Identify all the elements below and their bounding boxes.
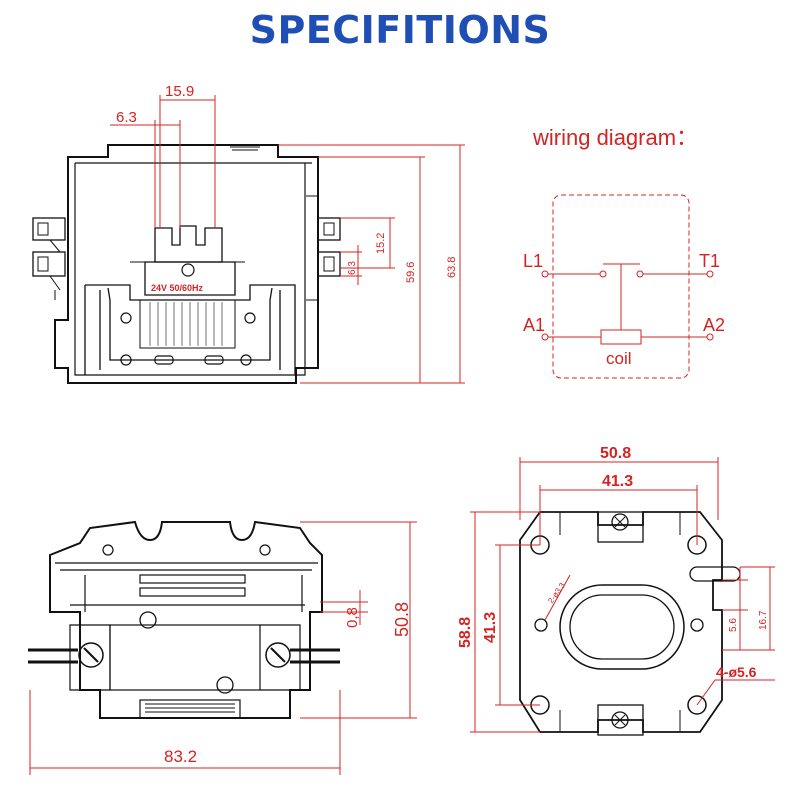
label-a1: A1 [523,315,545,335]
coil-terminal: 24V 50/60Hz [130,225,245,296]
right-terminals [306,195,341,301]
page-title: SPECIFITIONS [249,8,551,52]
label-t1: T1 [699,251,720,271]
dim-83-2: 83.2 [164,747,197,766]
coil-rating-label: 24V 50/60Hz [151,283,204,293]
dim-41-3-vertical: 41.3 [482,612,499,643]
label-l1: L1 [523,251,543,271]
wiring-diagram: wiring diagram： L1 T1 A1 A2 coil [523,125,725,379]
left-terminals [32,217,66,300]
wiring-title: wiring diagram： [532,125,698,150]
bottom-dimensions: 0,8 50.8 83.2 [29,521,417,775]
dim-15-2: 15.2 [375,233,387,254]
front-dimensions: 15.9 6.3 15.2 6.3 59.6 63.8 [110,83,465,384]
dim-15-9: 15.9 [165,83,194,100]
dim-41-3-horizontal: 41.3 [602,473,633,490]
dim-6-3-top: 6.3 [116,109,137,126]
dim-6-3-side: 6.3 [347,261,358,275]
front-view: 24V 50/60Hz 15.9 6.3 15.2 6.3 59.6 63.8 [32,83,465,384]
label-coil: coil [606,349,632,368]
bottom-view: 0,8 50.8 83.2 [28,520,417,775]
dim-2-hole: 2-ø3.3 [546,581,567,606]
dim-5-6: 5.6 [728,618,739,632]
dim-63-8: 63.8 [446,257,458,278]
mounting-view: 50.8 41.3 58.8 41.3 2-ø3.3 5.6 16.7 4-ø5… [457,445,775,736]
dim-16-7: 16.7 [758,610,769,630]
dim-0-8: 0,8 [344,607,361,628]
dim-50-8-bottom: 50.8 [392,602,412,637]
dim-4-hole: 4-ø5.6 [716,664,757,680]
dim-50-8-mount: 50.8 [600,445,631,462]
dim-58-8: 58.8 [457,617,474,648]
mounting-dimensions: 50.8 41.3 58.8 41.3 2-ø3.3 5.6 16.7 4-ø5… [457,445,775,733]
label-a2: A2 [703,315,725,335]
dim-59-6: 59.6 [405,262,417,283]
